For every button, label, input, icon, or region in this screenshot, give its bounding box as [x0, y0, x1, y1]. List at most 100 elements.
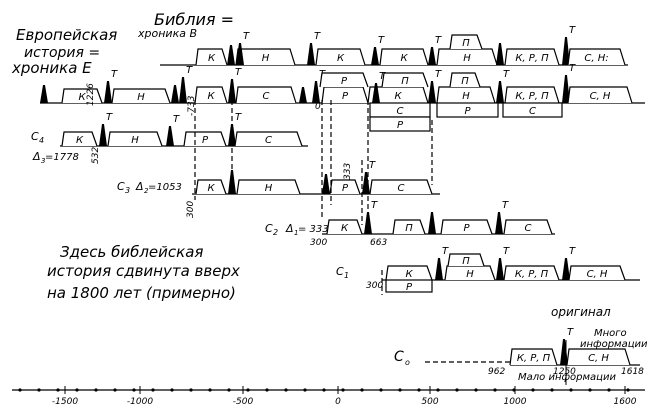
period-box: К [61, 88, 103, 104]
box-label: С [263, 91, 270, 102]
axis-tick-label: -1000 [127, 397, 153, 405]
box-outline [319, 72, 369, 88]
spike-shape [104, 81, 112, 103]
box-outline [236, 179, 301, 195]
spike-shape [496, 81, 504, 103]
box-outline [195, 48, 228, 66]
axis-tick-label: -1500 [52, 397, 78, 405]
axis-dot [265, 388, 269, 392]
spike-label-t: T [235, 67, 242, 78]
period-box-lower: С [502, 102, 563, 118]
spike-label-t: T [569, 63, 576, 74]
axis-dot [246, 388, 250, 392]
spike-shape [40, 85, 48, 103]
bible-title-line1: Библия = [154, 10, 234, 29]
year-mark-300-c3: 300 [186, 201, 196, 218]
spike-shape [562, 75, 570, 103]
period-box: Н [436, 48, 498, 66]
axis-dot [341, 388, 345, 392]
period-box: С [503, 219, 553, 235]
period-box: К [61, 131, 98, 147]
box-label: С [265, 135, 272, 146]
spike-label-t: T [503, 69, 510, 80]
period-box-upper: П [449, 72, 481, 88]
c1-letter: C [336, 265, 344, 278]
year-mark-663: 663 [370, 238, 387, 248]
box-outline [315, 48, 366, 66]
year-mark-1226: 1226 [86, 83, 96, 106]
box-label: Р [406, 282, 413, 293]
spike-marker: T [179, 65, 193, 103]
axis-dot [493, 388, 497, 392]
box-label: П [462, 256, 470, 267]
spike-shape [362, 172, 370, 194]
period-box: Н [236, 179, 301, 195]
c0-letter: C [394, 349, 404, 365]
c2-delta-sub: 1 [294, 229, 298, 237]
axis-dot [607, 388, 611, 392]
box-label: П [405, 223, 413, 234]
c4-label: C 4 Δ 3 =1778 [31, 130, 79, 165]
spike-shape [166, 126, 174, 146]
period-box: С [369, 179, 433, 195]
box-outline [566, 348, 631, 366]
axis-tick-label: 0 [335, 397, 341, 405]
box-label: К [208, 53, 216, 64]
box-outline [502, 102, 563, 118]
alignment-dashes [194, 100, 510, 363]
axis-dot [189, 388, 193, 392]
spike-shape [428, 81, 436, 103]
period-box-lower: Р [385, 279, 433, 293]
box-label: К [337, 53, 345, 64]
spike-marker: T [428, 35, 442, 65]
spike-marker [40, 85, 48, 103]
original-label: оригинал [551, 305, 611, 319]
year-mark-1618: 1618 [621, 367, 644, 377]
spike-marker: T [307, 31, 321, 65]
period-box: Р [329, 179, 361, 195]
period-box: К [385, 265, 433, 281]
box-label: Р [463, 223, 470, 234]
spike-marker: T [428, 69, 442, 103]
box-label: Н [131, 135, 139, 146]
c2-delta-value: = 333 [298, 224, 329, 235]
period-box-lower: Р [369, 116, 431, 132]
axis-dot [151, 388, 155, 392]
note-line2: история сдвинута вверх [47, 262, 240, 280]
box-outline [567, 86, 633, 104]
box-outline [503, 219, 553, 235]
box-label: Р [342, 183, 349, 194]
period-box: С, Н [566, 348, 631, 366]
period-box: К, Р, П [504, 48, 560, 66]
spike-label-t: T [569, 25, 576, 36]
spike-marker [322, 174, 330, 194]
box-outline [392, 219, 426, 235]
spike-shape [227, 45, 235, 65]
spike-shape [562, 258, 570, 280]
period-box-upper: П [381, 72, 429, 88]
box-label: Н [137, 92, 145, 103]
c2-label: C 2 Δ 1 = 333 [265, 222, 329, 237]
box-outline [568, 265, 626, 281]
box-outline [381, 72, 429, 88]
spike-marker: T [228, 67, 242, 103]
box-outline [447, 253, 485, 267]
c3-subscript: 3 [125, 186, 130, 195]
box-outline [385, 279, 433, 293]
spike-shape [435, 258, 443, 280]
period-box-upper: П [447, 253, 485, 267]
period-box: Н [111, 88, 171, 104]
box-label: С, Н: [584, 53, 608, 64]
box-label: Р [397, 120, 404, 131]
axis-dot [398, 388, 402, 392]
spike-label-t: T [235, 112, 242, 123]
box-outline [509, 348, 558, 366]
box-label: Р [464, 106, 471, 117]
box-outline [369, 179, 433, 195]
box-label: Р [342, 91, 349, 102]
spike-label-t: T [314, 31, 321, 42]
box-outline [449, 72, 481, 88]
c1-label: C 1 [336, 265, 349, 280]
c4-delta: Δ [32, 150, 41, 163]
box-outline [503, 265, 560, 281]
